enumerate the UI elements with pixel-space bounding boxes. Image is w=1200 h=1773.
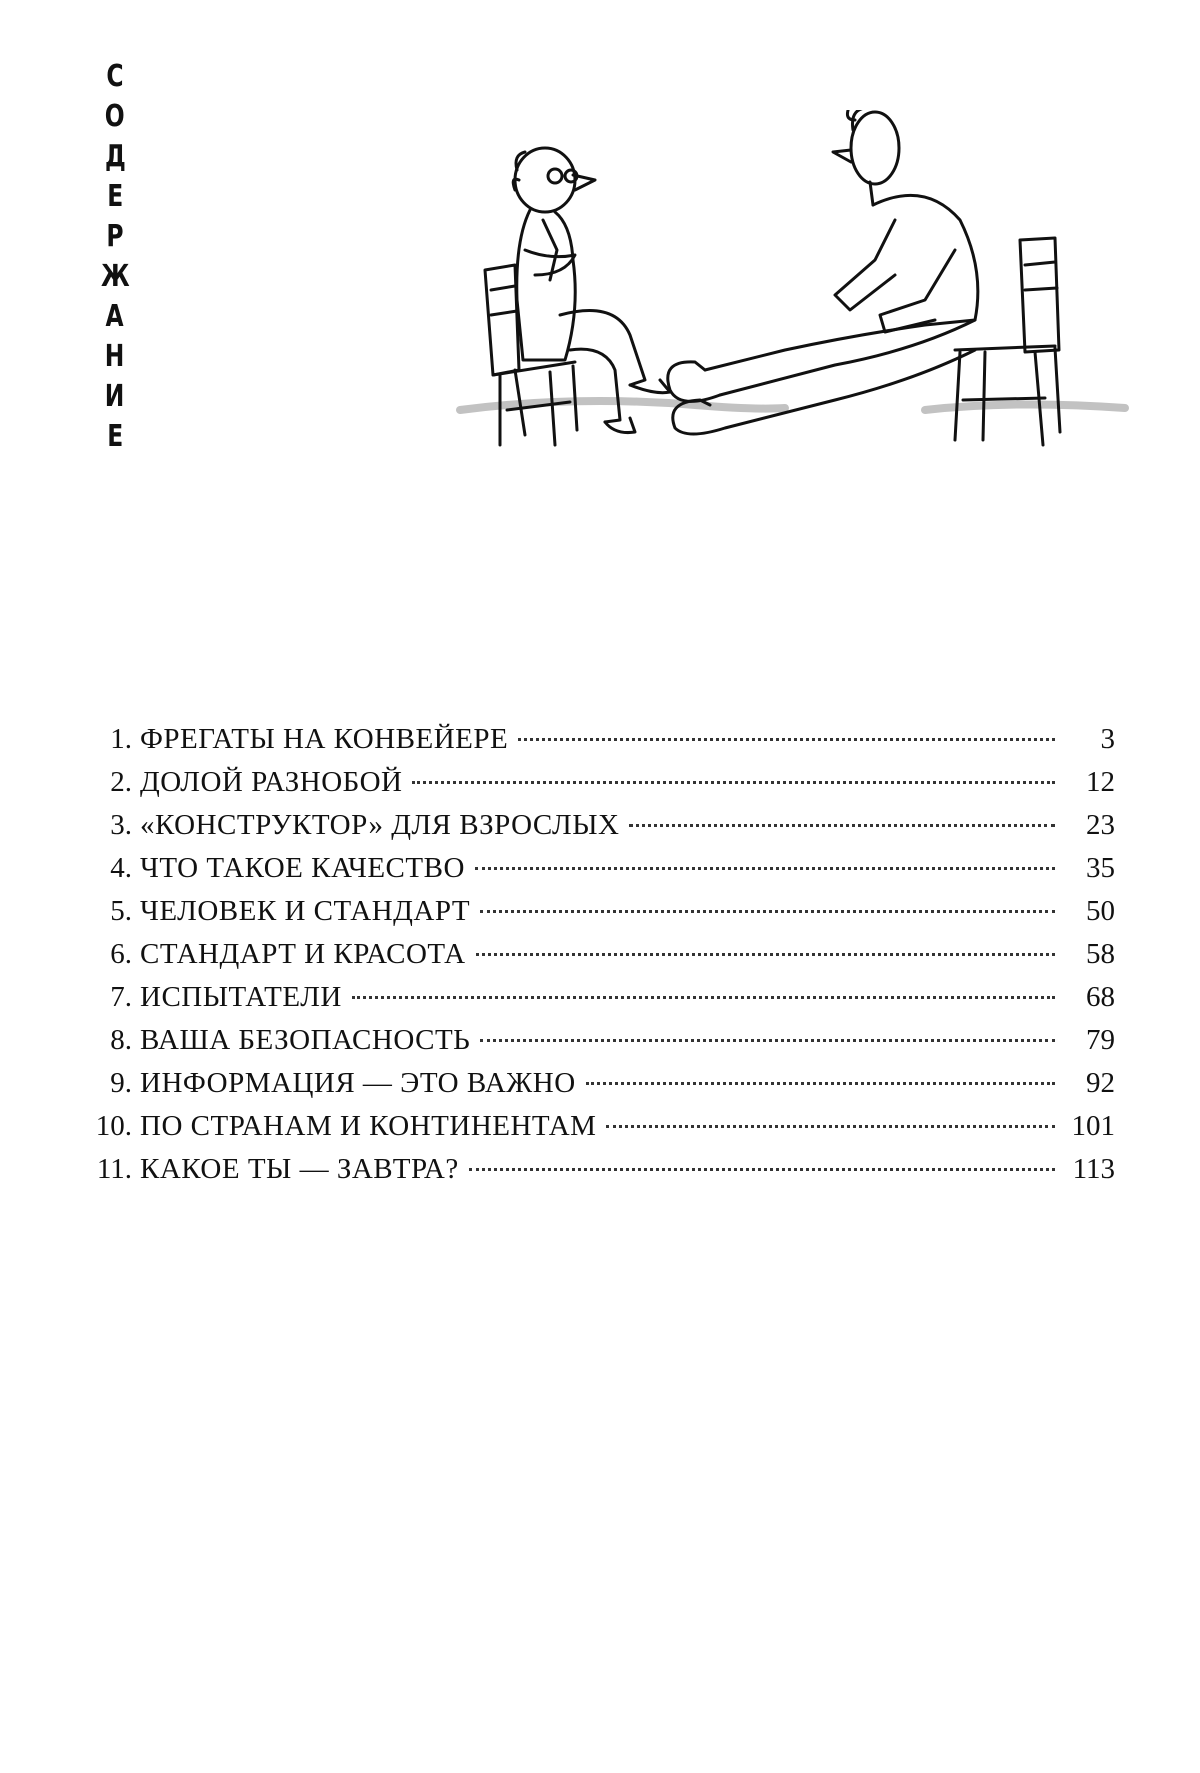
toc-item-number: 9. xyxy=(110,1067,132,1099)
toc-item[interactable]: 10. ПО СТРАНАМ И КОНТИНЕНТАМ 101 xyxy=(90,1105,1115,1148)
heading-letter: Р xyxy=(106,219,124,254)
toc-item[interactable]: 9. ИНФОРМАЦИЯ — ЭТО ВАЖНО 92 xyxy=(90,1062,1115,1105)
heading-letter: Ж xyxy=(100,259,130,294)
toc-item-title: ФРЕГАТЫ НА КОНВЕЙЕРЕ xyxy=(140,723,509,755)
toc-item-page: 113 xyxy=(1072,1153,1115,1185)
heading-letter: Е xyxy=(107,179,123,214)
heading-letter: И xyxy=(105,379,125,414)
heading-letter: С xyxy=(106,59,124,94)
toc-item-number: 7. xyxy=(110,981,132,1013)
toc-item-title: «КОНСТРУКТОР» ДЛЯ ВЗРОСЛЫХ xyxy=(140,809,620,841)
dot-leader xyxy=(480,910,1055,913)
dot-leader xyxy=(585,1082,1055,1085)
table-of-contents: 1. ФРЕГАТЫ НА КОНВЕЙЕРЕ 3 2. ДОЛОЙ РАЗНО… xyxy=(90,718,1115,1191)
toc-item-page: 101 xyxy=(1071,1110,1116,1142)
toc-item-number: 10. xyxy=(95,1110,132,1142)
toc-item[interactable]: 8. ВАША БЕЗОПАСНОСТЬ 79 xyxy=(90,1019,1115,1062)
heading-letter: А xyxy=(105,299,125,334)
toc-item-page: 12 xyxy=(1086,766,1115,798)
dot-leader xyxy=(474,867,1055,870)
dot-leader xyxy=(412,781,1055,784)
heading-letter: Н xyxy=(105,339,125,374)
heading-letter: О xyxy=(105,99,125,134)
toc-item-page: 79 xyxy=(1086,1024,1115,1056)
toc-item[interactable]: 7. ИСПЫТАТЕЛИ 68 xyxy=(90,976,1115,1019)
dot-leader xyxy=(518,738,1055,741)
toc-item-title: ИСПЫТАТЕЛИ xyxy=(140,981,342,1013)
toc-item[interactable]: 6. СТАНДАРТ И КРАСОТА 58 xyxy=(90,933,1115,976)
toc-item-title: ЧТО ТАКОЕ КАЧЕСТВО xyxy=(140,852,465,884)
toc-item-page: 50 xyxy=(1086,895,1115,927)
toc-item-title: ВАША БЕЗОПАСНОСТЬ xyxy=(140,1024,471,1056)
dot-leader xyxy=(475,953,1055,956)
toc-item[interactable]: 4. ЧТО ТАКОЕ КАЧЕСТВО 35 xyxy=(90,847,1115,890)
dot-leader xyxy=(480,1039,1055,1042)
two-men-sitting-on-chairs-illustration xyxy=(455,110,1135,470)
toc-item-page: 68 xyxy=(1086,981,1115,1013)
toc-item-title: СТАНДАРТ И КРАСОТА xyxy=(140,938,466,970)
toc-item-title: ПО СТРАНАМ И КОНТИНЕНТАМ xyxy=(140,1110,597,1142)
dot-leader xyxy=(351,996,1055,999)
illustration-svg xyxy=(456,110,1129,447)
toc-item[interactable]: 5. ЧЕЛОВЕК И СТАНДАРТ 50 xyxy=(90,890,1115,933)
toc-item-title: ЧЕЛОВЕК И СТАНДАРТ xyxy=(140,895,471,927)
toc-item-number: 2. xyxy=(110,766,132,798)
toc-item-number: 8. xyxy=(110,1024,132,1056)
dot-leader xyxy=(468,1168,1055,1171)
toc-item-page: 23 xyxy=(1086,809,1115,841)
toc-item-number: 3. xyxy=(110,809,132,841)
toc-item[interactable]: 3. «КОНСТРУКТОР» ДЛЯ ВЗРОСЛЫХ 23 xyxy=(90,804,1115,847)
toc-item-title: ИНФОРМАЦИЯ — ЭТО ВАЖНО xyxy=(140,1067,576,1099)
toc-item-title: ДОЛОЙ РАЗНОБОЙ xyxy=(140,766,403,798)
toc-item-page: 35 xyxy=(1086,852,1115,884)
vertical-heading: С О Д Е Р Ж А Н И Е xyxy=(98,60,132,454)
toc-item-number: 5. xyxy=(110,895,132,927)
heading-letter: Е xyxy=(107,419,123,454)
dot-leader xyxy=(629,824,1055,827)
toc-item-number: 4. xyxy=(110,852,132,884)
toc-item-page: 92 xyxy=(1086,1067,1115,1099)
toc-item-number: 11. xyxy=(96,1153,132,1185)
heading-letter: Д xyxy=(104,139,126,174)
toc-item[interactable]: 2. ДОЛОЙ РАЗНОБОЙ 12 xyxy=(90,761,1115,804)
toc-item[interactable]: 1. ФРЕГАТЫ НА КОНВЕЙЕРЕ 3 xyxy=(90,718,1115,761)
toc-item-page: 3 xyxy=(1100,723,1116,755)
dot-leader xyxy=(606,1125,1055,1128)
toc-item[interactable]: 11. КАКОЕ ТЫ — ЗАВТРА? 113 xyxy=(90,1148,1115,1191)
toc-item-number: 1. xyxy=(110,723,132,755)
toc-item-page: 58 xyxy=(1086,938,1115,970)
toc-item-number: 6. xyxy=(110,938,132,970)
toc-item-title: КАКОЕ ТЫ — ЗАВТРА? xyxy=(140,1153,459,1185)
